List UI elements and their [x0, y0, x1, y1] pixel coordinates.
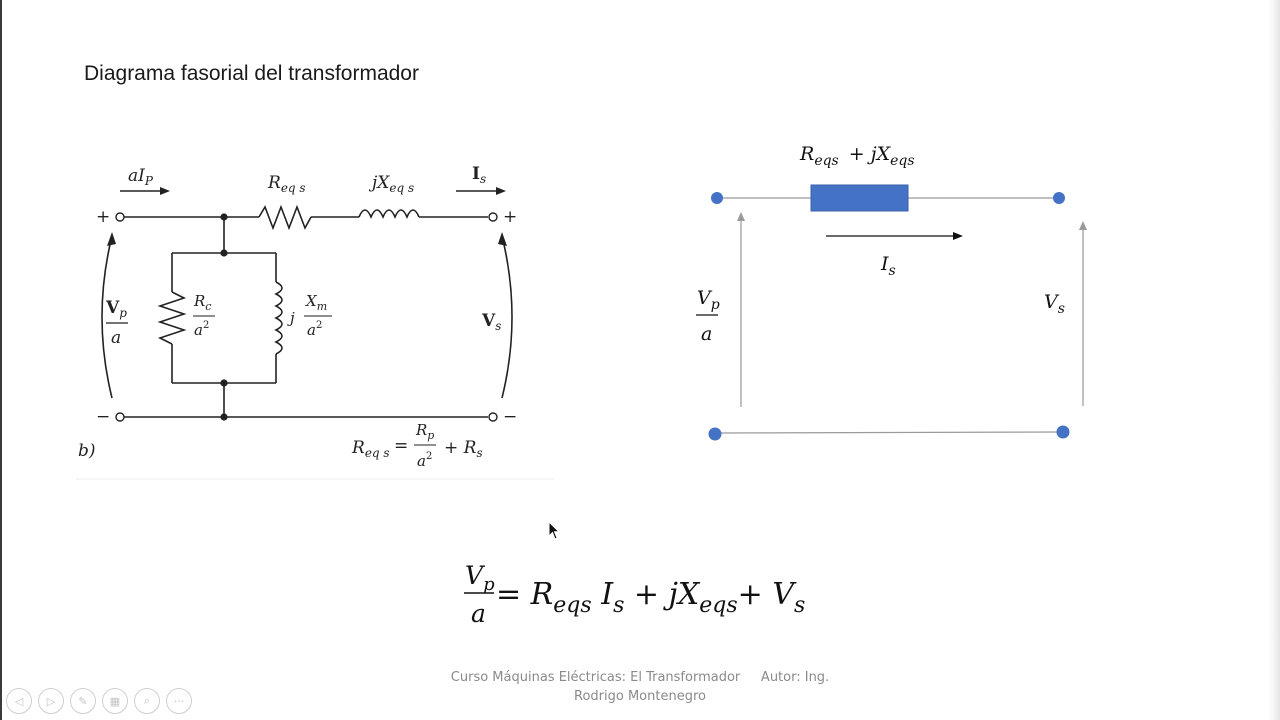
footer-line-2: Rodrigo Montenegro: [574, 689, 706, 704]
vs-voltage-arc: [501, 235, 513, 399]
presentation-toolbar: ◁ ▷ ✎ ▦ ⌕ ···: [6, 688, 192, 716]
node-bottom-right: [1056, 425, 1070, 439]
is-label: Is: [472, 164, 486, 186]
rc-label-num: Rc: [193, 292, 211, 313]
terminal-primary-minus: [115, 412, 125, 422]
vs-arrowhead: [1079, 221, 1087, 230]
req-label: Req s: [267, 173, 306, 195]
rc-label-den: a2: [194, 320, 209, 339]
vp-label-den: a: [701, 323, 712, 345]
node-top: [220, 213, 228, 221]
node-shunt-top: [220, 249, 228, 257]
req-formula-den: a2: [417, 451, 432, 470]
current-arrowhead: [953, 232, 963, 240]
is-arrowhead: [496, 187, 506, 195]
impedance-block: [810, 184, 909, 212]
terminal-primary-plus: [115, 212, 125, 222]
wire-bottom: [714, 431, 1064, 434]
slides-icon[interactable]: ▦: [102, 688, 128, 714]
more-icon[interactable]: ···: [166, 688, 192, 714]
voltage-equation: Vp a = Reqs Is + jXeqs+ Vs: [464, 561, 805, 628]
vs-label: Vs: [481, 311, 501, 333]
xeq-label: jXeq s: [368, 173, 414, 195]
req-formula-num: Rp: [415, 421, 434, 442]
vs-label: Vs: [1044, 291, 1065, 317]
ip-arrowhead: [160, 187, 170, 195]
xm-label-j: j: [287, 309, 295, 327]
footer-line-1: Curso Máquinas Eléctricas: El Transforma…: [450, 670, 830, 685]
node-bottom: [220, 413, 228, 421]
terminal-secondary-minus: [488, 412, 498, 422]
xm-label-num: Xm: [305, 292, 327, 313]
node-top-right: [1053, 192, 1065, 204]
pen-icon[interactable]: ✎: [70, 688, 96, 714]
resistor-req-symbol: [258, 204, 312, 231]
xm-label-den: a2: [307, 320, 322, 339]
slide-right-edge: [1268, 0, 1280, 720]
node-top-left: [711, 192, 723, 204]
slide-left-edge: [0, 0, 2, 720]
equivalent-circuit-figure: aIP Req s jXeq s Is + − + − Vp a Rc a2 j…: [76, 164, 554, 480]
eq-rhs: = Reqs Is + jXeqs+ Vs: [496, 577, 805, 618]
resistor-rc-symbol: [157, 291, 187, 345]
req-formula-equals: =: [394, 436, 408, 456]
vp-arc-arrowhead: [107, 232, 116, 246]
primary-plus-sign: +: [96, 207, 110, 227]
node-shunt-bottom: [220, 379, 228, 387]
vp-voltage-arc: [101, 235, 113, 399]
node-bottom-left: [708, 427, 722, 441]
eq-frac-num: Vp: [465, 561, 495, 595]
next-icon[interactable]: ▷: [38, 688, 64, 714]
vp-label-num: Vp: [697, 287, 720, 313]
vp-label-den: a: [111, 328, 121, 348]
vp-arrowhead: [737, 212, 745, 221]
secondary-minus-sign: −: [503, 407, 517, 427]
secondary-plus-sign: +: [503, 207, 517, 227]
figure-label-b: b): [78, 441, 96, 461]
vs-arc-arrowhead: [498, 232, 507, 246]
primary-minus-sign: −: [96, 407, 110, 427]
impedance-label: Reqs+ jXeqs: [799, 143, 915, 169]
simplified-circuit-figure: Reqs+ jXeqs Is Vp a Vs: [696, 143, 1087, 441]
inductor-xeq-symbol: [358, 209, 420, 220]
req-formula-plus-rs: + Rs: [444, 438, 483, 460]
zoom-icon[interactable]: ⌕: [134, 688, 160, 714]
vp-label-num: Vp: [105, 298, 127, 320]
current-label: Is: [880, 253, 896, 279]
mouse-pointer-icon: [548, 521, 560, 540]
inductor-xm-symbol: [274, 281, 283, 355]
slide-footer: Curso Máquinas Eléctricas: El Transforma…: [440, 668, 840, 706]
ip-label: aIP: [128, 166, 154, 188]
slide-title: Diagrama fasorial del transformador: [84, 62, 419, 85]
previous-icon[interactable]: ◁: [6, 688, 32, 714]
terminal-secondary-plus: [488, 212, 498, 222]
eq-frac-den: a: [471, 599, 486, 628]
req-formula-lhs: Req s: [351, 438, 390, 460]
